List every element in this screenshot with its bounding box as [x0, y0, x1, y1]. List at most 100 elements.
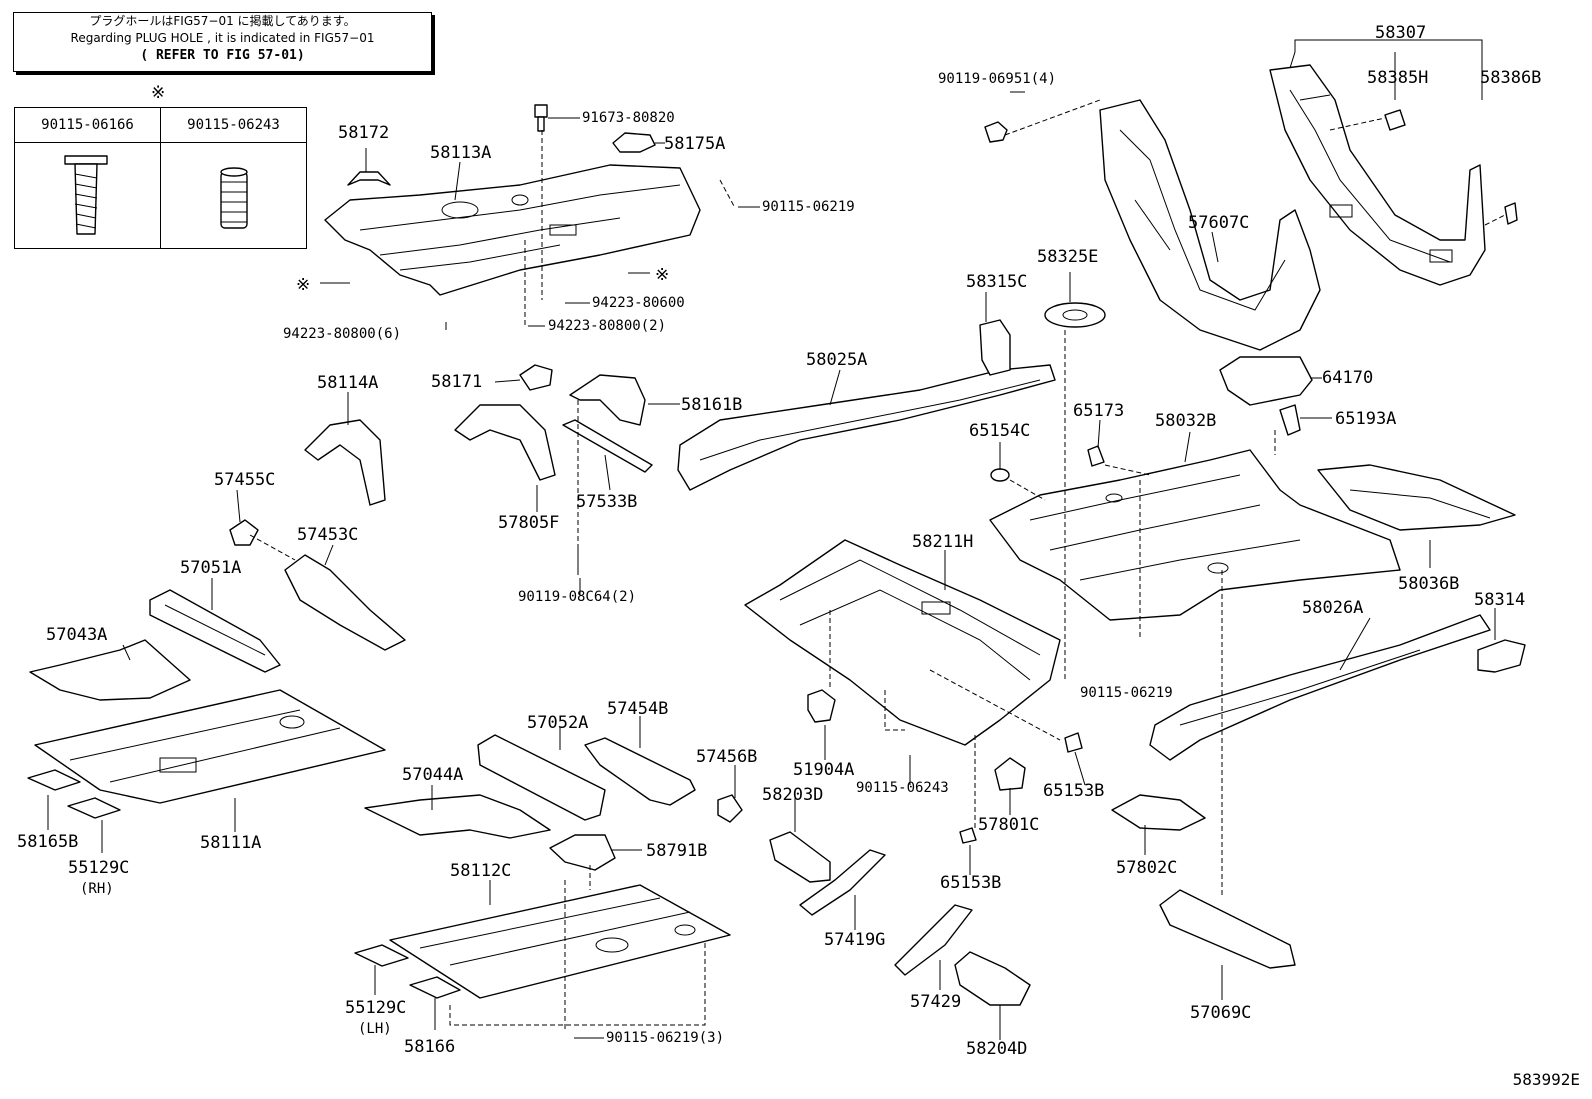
label-65154C: 65154C — [969, 421, 1030, 441]
part-58385H — [1384, 109, 1406, 131]
part-58032B — [989, 449, 1401, 621]
label-55129C-lh: 55129C — [345, 998, 406, 1018]
part-58791B — [549, 834, 616, 871]
label-58112C: 58112C — [450, 861, 511, 881]
note-reference: ( REFER TO FIG 57-01) — [140, 48, 305, 63]
label-58204D: 58204D — [966, 1039, 1027, 1059]
part-58026A — [1149, 614, 1491, 761]
part-58175A — [612, 132, 656, 153]
label-58114A: 58114A — [317, 373, 378, 393]
label-57051A: 57051A — [180, 558, 241, 578]
part-57419G — [799, 849, 886, 916]
part-58307 — [1269, 64, 1486, 286]
part-58161B — [569, 374, 646, 426]
legend-column-left: 90115-06166 — [15, 108, 161, 248]
dashed-alignment-lines — [249, 99, 1506, 1032]
part-65173 — [1087, 445, 1105, 467]
label-58026A: 58026A — [1302, 598, 1363, 618]
label-58036B: 58036B — [1398, 574, 1459, 594]
legend-part-number-left: 90115-06166 — [15, 108, 160, 143]
part-58111A — [34, 689, 386, 804]
label-65153B-lower: 65153B — [940, 873, 1001, 893]
screw-clip-icon — [64, 155, 108, 235]
label-58175A: 58175A — [664, 134, 725, 154]
label-65193A: 65193A — [1335, 409, 1396, 429]
part-57533B — [562, 419, 653, 473]
label-57043A: 57043A — [46, 625, 107, 645]
part-58172 — [347, 171, 391, 186]
label-90119-08C64: 90119-08C64(2) — [518, 589, 636, 605]
note-english: Regarding PLUG HOLE , it is indicated in… — [70, 31, 375, 45]
label-94223-80800-2: 94223-80800(2) — [548, 318, 666, 334]
part-65153B-lower — [959, 827, 977, 844]
part-58314 — [1477, 639, 1526, 673]
figure-id: 583992E — [1512, 1070, 1580, 1089]
label-58203D: 58203D — [762, 785, 823, 805]
label-57607C: 57607C — [1188, 213, 1249, 233]
label-58166: 58166 — [404, 1037, 455, 1057]
fastener-90119-06951 — [984, 121, 1008, 143]
part-57801C — [994, 757, 1026, 791]
label-57805F: 57805F — [498, 513, 559, 533]
label-90115-06243: 90115-06243 — [856, 780, 949, 796]
label-58791B: 58791B — [646, 841, 707, 861]
part-57455C — [229, 519, 259, 546]
part-65153B-upper — [1064, 732, 1083, 753]
part-57043A — [29, 639, 191, 701]
part-51904A — [807, 689, 836, 723]
part-57802C — [1111, 794, 1206, 831]
part-55129C-lh — [354, 944, 409, 967]
asterisk-right: ※ — [655, 265, 669, 285]
legend-asterisk: ※ — [151, 83, 166, 103]
label-57044A: 57044A — [402, 765, 463, 785]
part-57607C — [1099, 99, 1321, 351]
part-57453C — [284, 554, 406, 651]
part-57805F — [454, 404, 556, 481]
label-94223-80600: 94223-80600 — [592, 295, 685, 311]
part-58325E — [1044, 302, 1106, 328]
label-58386B: 58386B — [1480, 68, 1541, 88]
part-65154C — [990, 468, 1010, 482]
label-65173: 65173 — [1073, 401, 1124, 421]
label-57802C: 57802C — [1116, 858, 1177, 878]
part-64170 — [1219, 356, 1313, 406]
part-58165B — [27, 769, 81, 791]
label-91673-80820: 91673-80820 — [582, 110, 675, 126]
label-58165B: 58165B — [17, 832, 78, 852]
part-57454B — [584, 737, 696, 806]
label-90115-06219-middle: 90115-06219 — [1080, 685, 1173, 701]
plug-cap-icon — [220, 167, 248, 229]
part-55129C-rh — [67, 797, 121, 819]
fastener-legend: 90115-06166 90115-06243 — [14, 107, 307, 249]
asterisk-left: ※ — [296, 275, 310, 295]
label-58315C: 58315C — [966, 272, 1027, 292]
callout-labels: 58307 58385H 58386B 90119-06951(4) 57607… — [17, 23, 1541, 1059]
legend-part-number-right: 90115-06243 — [161, 108, 306, 143]
label-90115-06219-upper: 90115-06219 — [762, 199, 855, 215]
label-57455C: 57455C — [214, 470, 275, 490]
label-lh: (LH) — [358, 1021, 392, 1037]
part-58036B — [1317, 464, 1516, 531]
part-57456B — [717, 794, 743, 823]
label-65153B-upper: 65153B — [1043, 781, 1104, 801]
label-58211H: 58211H — [912, 532, 973, 552]
part-58113A — [324, 164, 701, 296]
label-58325E: 58325E — [1037, 247, 1098, 267]
part-57069C — [1159, 889, 1296, 969]
label-58307: 58307 — [1375, 23, 1426, 43]
label-90115-06219-3: 90115-06219(3) — [606, 1030, 724, 1046]
part-57052A — [477, 734, 606, 821]
label-58314: 58314 — [1474, 590, 1525, 610]
label-58025A: 58025A — [806, 350, 867, 370]
label-55129C-rh: 55129C — [68, 858, 129, 878]
label-58171: 58171 — [431, 372, 482, 392]
label-64170: 64170 — [1322, 368, 1373, 388]
label-58172: 58172 — [338, 123, 389, 143]
label-rh: (RH) — [80, 881, 114, 897]
part-58025A — [677, 364, 1056, 491]
label-57456B: 57456B — [696, 747, 757, 767]
label-57533B: 57533B — [576, 492, 637, 512]
part-58114A — [304, 419, 386, 506]
fastener-91673-80820 — [534, 104, 548, 132]
